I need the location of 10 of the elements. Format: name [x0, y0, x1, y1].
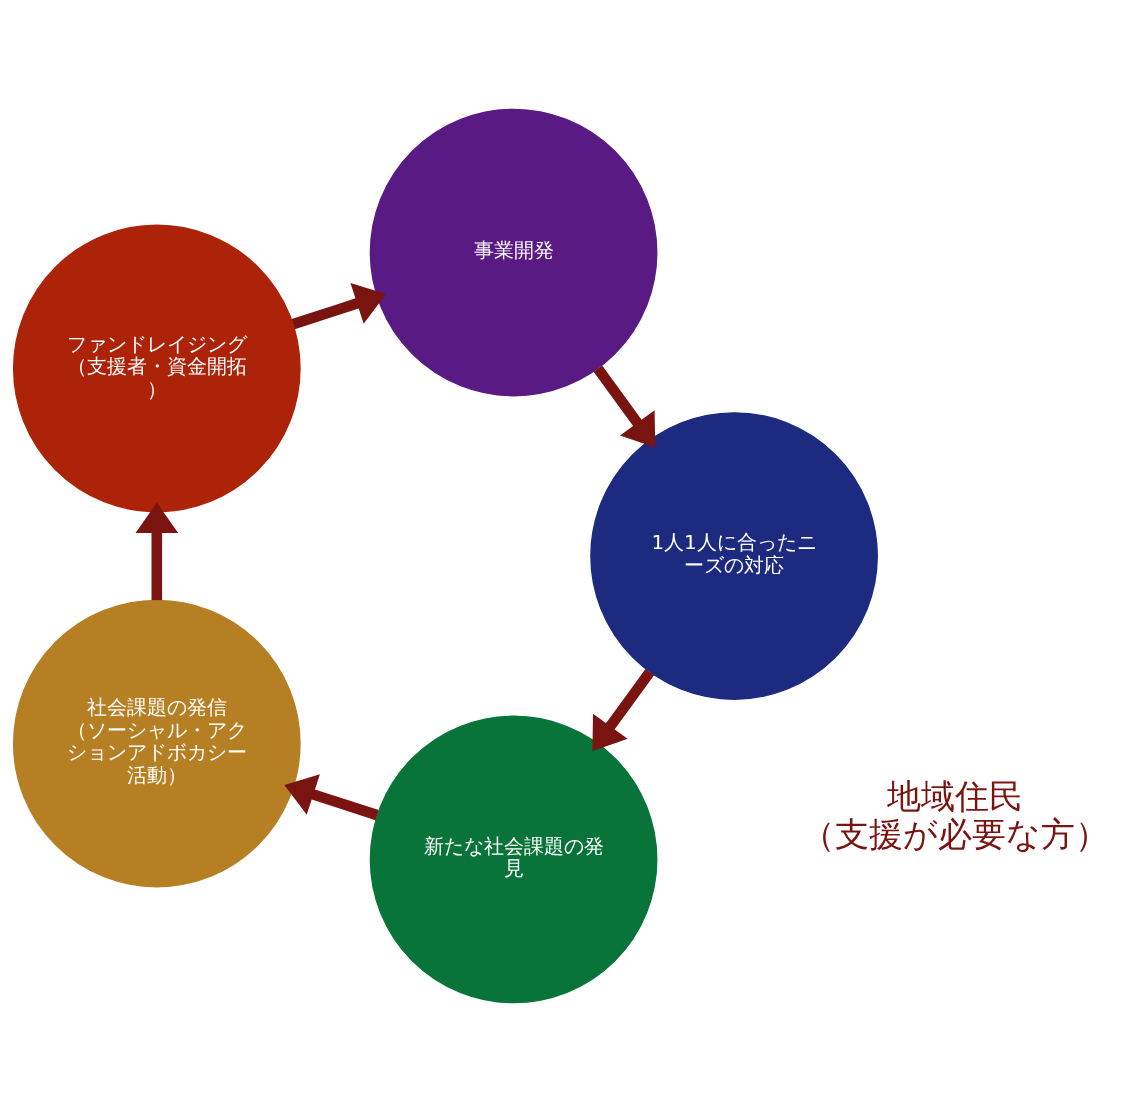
arrow [291, 283, 387, 330]
label: 地域住民 [886, 775, 1023, 816]
arrow [593, 365, 656, 448]
node-circle: 社会課題の発信 （ソーシャル・アクションアドボカシー活動） [12, 599, 301, 888]
node-circle: ファンドレイジング （支援者・資金開拓） [12, 224, 301, 513]
label: （支援が必要な方） [800, 814, 1109, 855]
arrow [592, 668, 655, 751]
arrow [284, 774, 379, 821]
arrow [135, 502, 179, 601]
node-circle: 事業開発 [369, 108, 658, 397]
